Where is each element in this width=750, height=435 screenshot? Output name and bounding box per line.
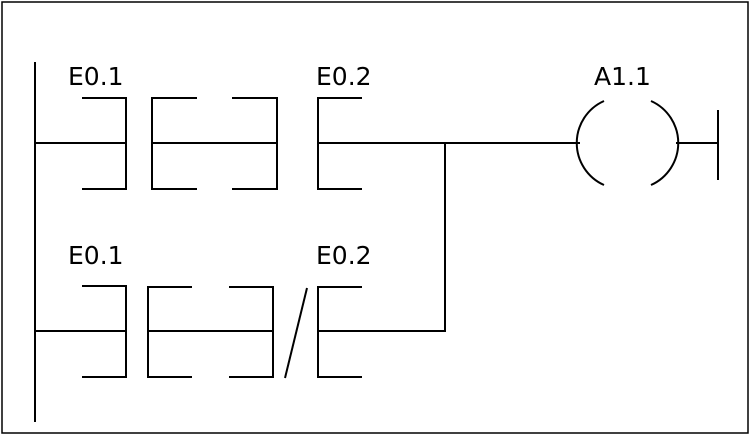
rung-1: E0.1 E0.2 A1.1 (35, 62, 719, 190)
negation-slash (284, 287, 308, 379)
contact-left-bracket (82, 97, 127, 190)
coil-left-arc (575, 100, 605, 186)
coil-right-arc (650, 100, 680, 186)
rung-2-branch-wire (318, 143, 446, 332)
rung-2: E0.1 E0.2 (35, 143, 446, 379)
rung-2-contact-e0-2-negated (229, 286, 362, 379)
rung-2-contact-2-label: E0.2 (316, 241, 372, 270)
rung-1-contact-2-label: E0.2 (316, 62, 372, 91)
rung-1-coil-label: A1.1 (594, 62, 651, 91)
contact-left-bracket (82, 285, 127, 378)
rung-2-contact-1-label: E0.1 (68, 241, 124, 270)
contact-left-bracket (229, 286, 274, 378)
rung-1-coil-a1-1 (575, 100, 680, 186)
rung-1-contact-1-label: E0.1 (68, 62, 124, 91)
contact-left-bracket (232, 97, 278, 190)
